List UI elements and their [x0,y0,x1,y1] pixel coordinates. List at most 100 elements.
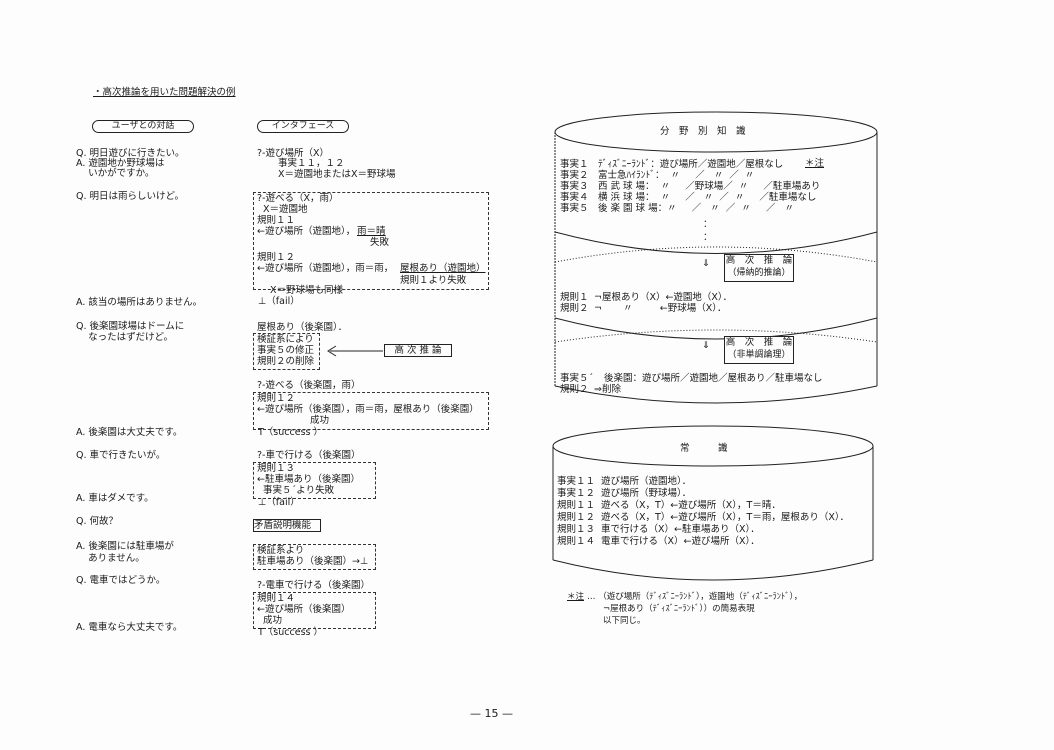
fact-text: 横 浜 球 場： 〃 ／ 〃 ／ 〃 ／駐車場なし [598,192,817,203]
trace-line: ←遊び場所（後楽園） [257,604,351,615]
fact-label: 事実２ [560,170,589,181]
update-text: ⇒削除 [594,384,621,395]
dialog-line: A. 後楽園は大丈夫です。 [76,427,183,438]
rule-text: ¬ 〃 ←野球場（X）． [594,303,727,314]
trace-result: 成功 [257,615,283,626]
ellipsis-dots: ： [703,232,713,243]
trace-box [253,392,489,430]
trace-line: 雨＝晴 [357,226,386,237]
query-detail: 事実１１，１２ [278,158,345,169]
trace-line: ←駐車場あり（後楽園） [257,474,360,485]
item-label: 規則１１ [557,500,596,511]
query: ?-遊べる（後楽園，雨） [257,380,361,391]
trace-box [253,592,376,629]
page-title: ・高次推論を用いた問題解決の例 [93,87,236,98]
query: 屋根あり（後楽園）． [257,322,348,333]
fact-text: 後 楽 園 球 場：〃 ／ 〃 ／ 〃 ／ 〃 [598,203,794,214]
db-title: 分 野 別 知 識 [660,126,746,137]
query: ?-車で行ける（後楽園） [257,450,361,461]
update-label: 規則２ [560,384,589,395]
trace-line: ←遊び場所（後楽園），雨＝雨，屋根あり（後楽園） [257,404,479,415]
dialog-line: A. 車はダメです。 [76,493,154,504]
higher-inference-label: 高 次 推 論 [384,344,452,357]
arrow-head-icon [327,345,337,357]
success-result: T（success ） [258,427,323,438]
trace-line: 検証系より [257,545,305,556]
dialog-line: A. 後楽園には駐車場が [76,541,174,552]
trace-line: ?-遊べる（X，雨） [257,193,339,204]
down-arrow-icon: ⇓ [702,340,710,351]
dialog-line: Q. 後楽園球場はドームに [76,321,185,332]
rule-text: ¬屋根あり（X）←遊園地（X）． [594,292,733,303]
dialog-line: A. 遊園地か野球場は [76,158,165,169]
inference-title: 高 次 推 論 [725,255,793,266]
item-label: 事実１２ [557,488,596,499]
dialog-line: Q. 明日は雨らしいけど。 [76,191,185,202]
update-text: 後楽園：遊び場所／遊園地／屋根あり／駐車場なし [604,373,823,384]
trace-line: 規則１２ [257,393,296,404]
rule-label: 規則２ [560,303,589,314]
trace-line: 駐車場あり（後楽園）→⊥ [257,556,369,567]
ellipsis-dots: ： [703,219,713,230]
success-result: T（success ） [258,627,323,638]
query-detail: X＝遊園地またはX＝野球場 [278,169,396,180]
inference-box: 高 次 推 論 （帰納的推論） [724,254,794,282]
db-title: 常 識 [680,443,728,454]
verification-box [253,333,320,370]
dialog-line: A. 該当の場所はありません。 [76,297,203,308]
item-label: 規則１４ [557,536,596,547]
item-text: 遊び場所（遊園地）． [601,476,692,487]
trace-line: 規則２の削除 [257,356,315,367]
verification-box [253,544,376,570]
fact-label: 事実１ [560,159,589,170]
item-text: 電車で行ける（X）←遊び場所（X）． [601,536,760,547]
page-number: — 15 — [470,707,513,720]
trace-line: X＝遊園地 [257,204,308,215]
inference-subtitle: （帰納的推論） [727,268,791,278]
trace-line: 規則１２ [257,252,296,263]
note-mark: ＊注 [805,158,825,169]
note-line: … （遊び場所（ﾃﾞｨｽﾞﾆｰﾗﾝﾄﾞ），遊園地（ﾃﾞｨｽﾞﾆｰﾗﾝﾄﾞ）， [587,592,803,602]
dialog-line: Q. 明日遊びに行きたい。 [76,148,185,159]
dialog-line: Q. 電車ではどうか。 [76,575,166,586]
dialog-line: A. 電車なら大丈夫です。 [76,622,183,633]
trace-box [253,192,489,290]
rule-label: 規則１ [560,292,589,303]
note-mark: ＊注 [567,592,585,602]
item-text: 車で行ける（X）←駐車場あり（X）． [601,524,760,535]
dialog-line: なったはずだけど。 [76,332,174,343]
trace-result: 成功 [310,415,330,426]
trace-line: 検証系により [257,334,314,345]
trace-result: 規則１より失敗 [400,275,467,286]
dialog-line: Q. 車で行きたいが。 [76,450,166,461]
item-text: 遊べる（X，T）←遊び場所（X），T＝雨，屋根あり（X）． [601,512,850,523]
trace-line: X＝野球場も同様 [270,285,344,296]
fact-text: ﾃﾞｨｽﾞﾆｰﾗﾝﾄﾞ：遊び場所／遊園地／屋根なし [598,159,784,170]
trace-line: ←遊び場所（遊園地）， [257,226,356,237]
fact-label: 事実４ [560,192,589,203]
trace-line: ←遊び場所（遊園地），雨＝雨， [257,263,394,274]
dialog-line: いかがですか。 [76,168,155,179]
dialog-line: ありません。 [76,553,145,564]
down-arrow-icon: ⇓ [702,258,710,269]
query: ?-遊び場所（X） [257,148,329,159]
fail-result: ⊥（fail） [258,296,300,307]
trace-line: 規則１３ [257,463,296,474]
inference-subtitle: （非単調論理） [727,350,791,360]
item-label: 規則１２ [557,512,596,523]
contradiction-explanation-label: 矛盾説明機能 [253,519,321,532]
note-line: 以下同じ。 [603,616,646,626]
domain-db-bottom [554,385,878,404]
update-label: 事実５´ [560,373,594,384]
item-text: 遊び場所（野球場）． [601,488,692,499]
dialog-line: Q. 何故？ [76,516,119,527]
fail-result: ⊥（fail） [258,497,300,508]
query: ?-電車で行ける（後楽園） [257,580,370,591]
interface-header: インタフェース [257,120,349,133]
fact-label: 事実５ [560,203,589,214]
fact-label: 事実３ [560,181,589,192]
item-text: 遊べる（X，T）←遊び場所（X），T＝晴． [601,500,781,511]
domain-db-divider [554,231,878,254]
